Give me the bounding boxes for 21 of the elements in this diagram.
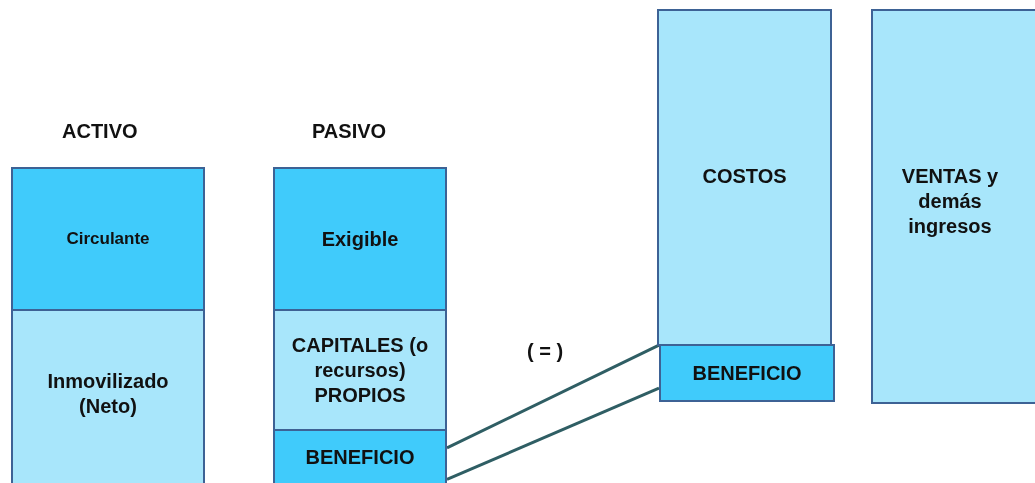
section-label: CAPITALES (o recursos) PROPIOS [290,332,430,408]
section-label: COSTOS [702,164,787,189]
equals-sign-label: ( = ) [527,340,564,363]
revenue-column [871,9,1035,404]
equity-section [273,309,447,431]
connector-line [446,343,660,450]
section-label: Circulante [66,228,150,250]
column-heading: PASIVO [312,120,387,143]
section-label: BENEFICIO [305,445,415,470]
cost-column [657,9,832,346]
section-label: Exigible [321,226,399,252]
asset-section [11,309,205,483]
connector-line [446,386,660,481]
section-label: BENEFICIO [692,360,802,386]
column-heading: ACTIVO [62,120,138,143]
profit-section [273,429,447,483]
liability-section [273,167,447,311]
profit-section [659,344,835,402]
section-label: Inmovilizado (Neto) [46,369,170,419]
section-label: VENTAS y demás ingresos [900,164,1000,239]
asset-section [11,167,205,311]
